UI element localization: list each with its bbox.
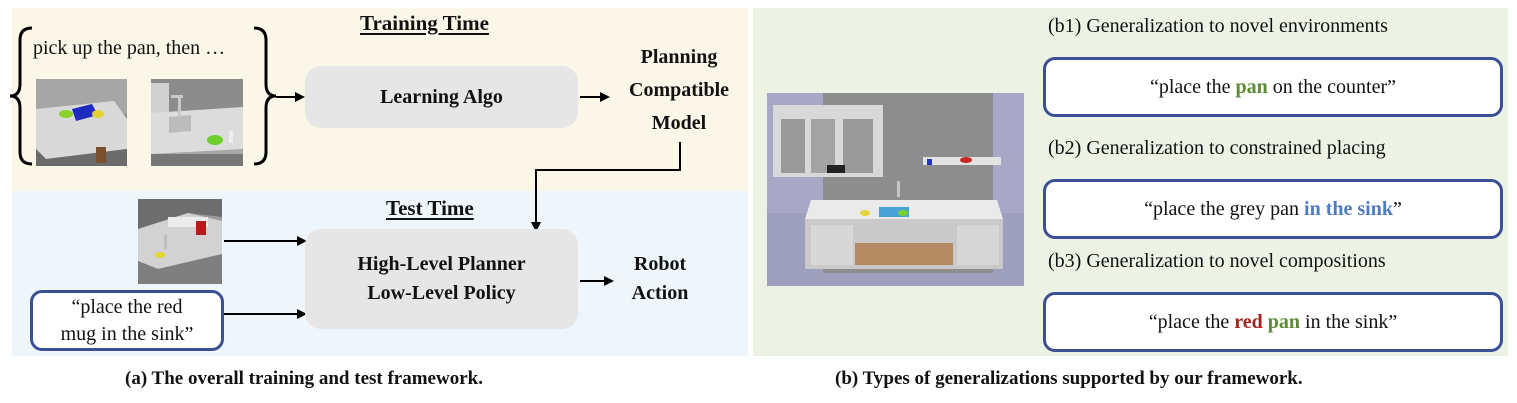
planner-line: High-Level Planner	[357, 253, 526, 275]
model-label-line1: Planning	[640, 46, 718, 68]
b3-example-box: “place the red pan in the sink”	[1043, 292, 1503, 352]
b2-text-pre: “place the grey pan	[1144, 197, 1305, 220]
model-label-line2: Compatible	[629, 79, 729, 101]
b3-text-post: in the sink”	[1300, 310, 1398, 333]
planner-policy-box: High-Level Planner Low-Level Policy	[305, 229, 578, 329]
robot-action-line2: Action	[631, 282, 689, 304]
b1-text-post: on the counter”	[1267, 75, 1397, 98]
robot-action-label: Robot Action	[612, 250, 708, 308]
model-label-line3: Model	[651, 112, 707, 134]
instruction-text: pick up the pan, then …	[33, 37, 226, 59]
model-to-planner-arrow	[531, 142, 681, 232]
test-instruction-box: “place the red mug in the sink”	[30, 290, 224, 351]
b1-text-pre: “place the	[1149, 75, 1236, 98]
b2-highlight: in the sink	[1304, 197, 1393, 220]
query-line1: “place the red	[71, 295, 183, 318]
b1-example-box: “place the pan on the counter”	[1043, 57, 1503, 117]
test-scene-image	[138, 199, 222, 284]
b1-heading: (b1) Generalization to novel environment…	[1048, 15, 1388, 37]
policy-line: Low-Level Policy	[367, 282, 516, 304]
learning-algo-label: Learning Algo	[380, 85, 503, 108]
right-brace	[253, 26, 277, 166]
b3-highlight-red: red	[1234, 310, 1263, 333]
query-line2: mug in the sink”	[60, 322, 194, 345]
b1-highlight: pan	[1235, 75, 1268, 98]
b2-example-box: “place the grey pan in the sink”	[1043, 179, 1503, 239]
training-scene-image-2	[151, 79, 243, 166]
test-time-title: Test Time	[386, 196, 474, 220]
b3-highlight-green: pan	[1267, 310, 1301, 333]
robot-action-line1: Robot	[633, 253, 687, 275]
planning-compatible-model-label: Planning Compatible Model	[612, 41, 746, 140]
kitchen-scene-image	[767, 93, 1024, 286]
training-scene-image-1	[36, 79, 127, 166]
left-brace	[9, 26, 33, 166]
training-time-title: Training Time	[360, 11, 489, 35]
b3-text-pre: “place the	[1148, 310, 1235, 333]
b2-heading: (b2) Generalization to constrained placi…	[1048, 137, 1386, 159]
caption-a: (a) The overall training and test framew…	[125, 368, 483, 389]
caption-b: (b) Types of generalizations supported b…	[835, 368, 1303, 389]
learning-algo-box: Learning Algo	[305, 66, 578, 128]
b3-heading: (b3) Generalization to novel composition…	[1048, 250, 1386, 272]
b2-text-post: ”	[1392, 197, 1402, 220]
